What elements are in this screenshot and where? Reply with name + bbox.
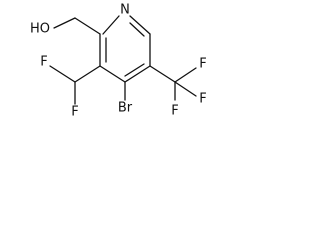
hydroxyl-label: HO bbox=[30, 22, 50, 37]
bond-cf3-f-right bbox=[174, 81, 197, 97]
cf3-fluorine-right-label: F bbox=[199, 92, 206, 107]
double-bond-c5-c4 bbox=[124, 63, 145, 77]
pyridine-ring bbox=[99, 15, 151, 83]
bond-n1-c6 bbox=[129, 15, 151, 35]
bond-ch2-oh bbox=[53, 17, 76, 29]
bond-chf2-f-upper bbox=[49, 65, 76, 83]
double-bond-n1-c6 bbox=[129, 22, 145, 37]
bond-c5-cf3 bbox=[149, 65, 176, 83]
bond-c3-chf2 bbox=[74, 65, 101, 83]
chf2-fluorine-lower-label: F bbox=[71, 105, 78, 120]
bond-c2-n1 bbox=[102, 15, 120, 35]
bond-c4-c3 bbox=[99, 65, 126, 83]
cf3-fluorine-bottom-label: F bbox=[171, 104, 178, 119]
bond-c2-ch2 bbox=[74, 17, 101, 35]
bond-cf3-f-top bbox=[174, 67, 197, 83]
bromine-atom-label: Br bbox=[118, 101, 133, 116]
substituent-bonds bbox=[49, 17, 197, 105]
cf3-fluorine-top-label: F bbox=[199, 57, 206, 72]
chf2-fluorine-upper-label: F bbox=[40, 55, 47, 70]
atom-labels: N HO Br F F F F F bbox=[30, 3, 207, 120]
nitrogen-atom-label: N bbox=[120, 3, 130, 18]
bond-c5-c4 bbox=[124, 65, 151, 83]
chemical-structure: N HO Br F F F F F bbox=[30, 3, 207, 120]
